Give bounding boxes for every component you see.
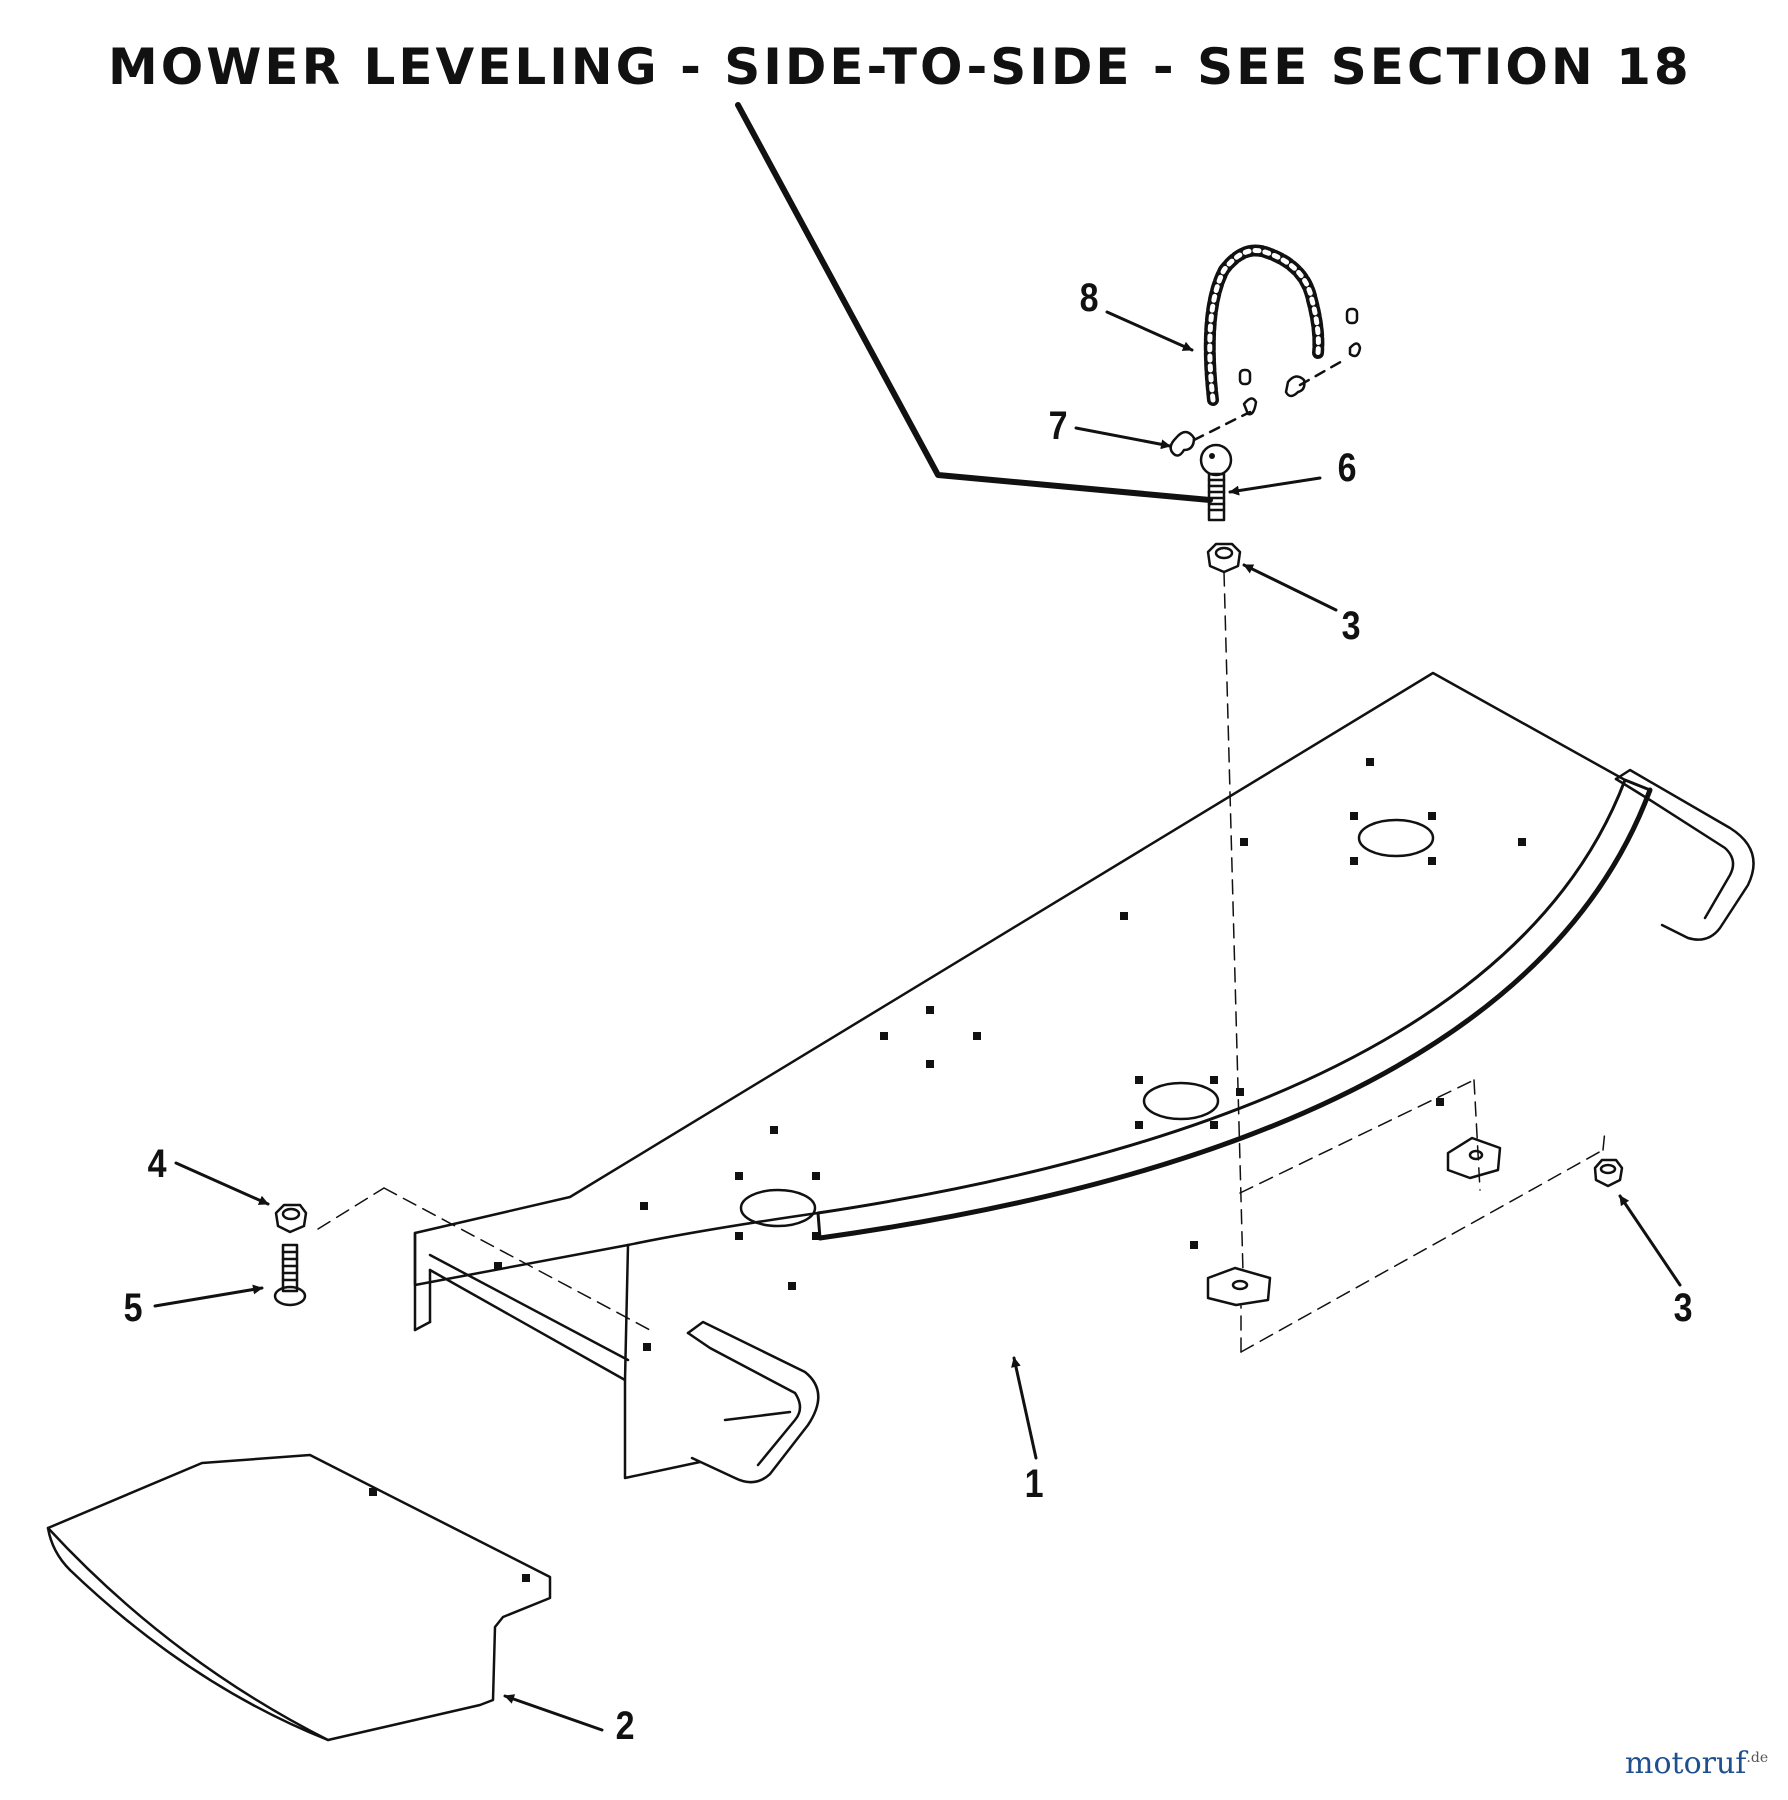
hex-nut-left [276,1205,306,1232]
leveling-chain [1210,250,1360,400]
callout-3-right: 3 [1673,1286,1693,1330]
master-links [1171,360,1344,456]
callout-2: 2 [615,1704,635,1748]
callout-5: 5 [123,1286,143,1330]
callout-7: 7 [1048,404,1068,448]
callout-arrows [155,312,1680,1730]
watermark-logo: motoruf.de [1625,1746,1769,1781]
mounting-tab-center [1208,1268,1270,1305]
callout-3-top: 3 [1341,604,1361,648]
callout-4: 4 [147,1142,167,1186]
deflector-plate [48,1455,550,1740]
spindle-holes [741,820,1433,1226]
callout-8: 8 [1079,276,1099,320]
hex-nut-right [1595,1160,1622,1186]
assembly-lines [318,572,1605,1352]
deck-mounting-holes [494,758,1526,1351]
diagram-title: MOWER LEVELING - SIDE-TO-SIDE - SEE SECT… [108,38,1692,96]
mower-deck-housing [415,673,1650,1478]
title-leader-line [738,105,1210,500]
hex-nut-top [1208,544,1240,572]
carriage-bolt [275,1245,305,1305]
callout-1: 1 [1024,1462,1044,1506]
skid-bracket-right [1616,770,1754,940]
eye-bolt [1201,445,1231,520]
skid-bracket-left [688,1322,818,1482]
mounting-tab-right [1448,1138,1500,1178]
callout-6: 6 [1337,446,1357,490]
